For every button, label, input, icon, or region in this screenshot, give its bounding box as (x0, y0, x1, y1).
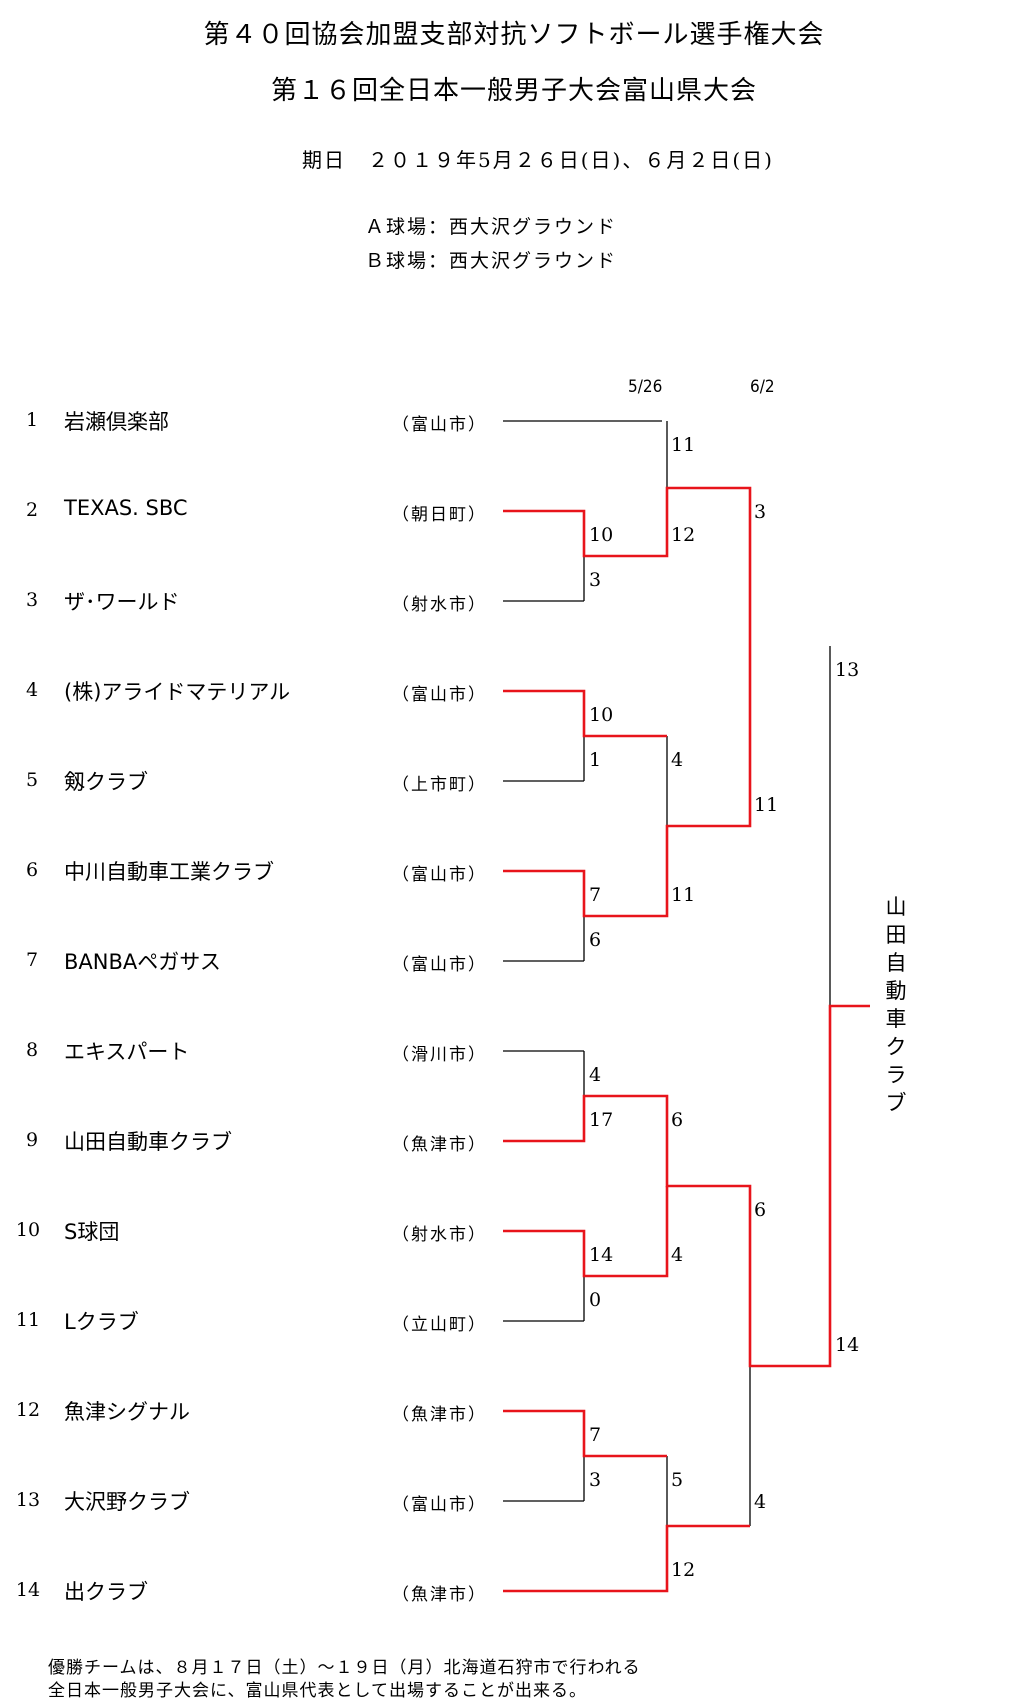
team-name: 出クラブ (64, 1580, 148, 1604)
score: 14 (835, 1334, 860, 1356)
score: 11 (671, 884, 696, 906)
score: 13 (835, 659, 860, 681)
team-name: 中川自動車工業クラブ (64, 860, 274, 884)
score: 1 (589, 749, 602, 771)
team-city: （滑川市） (392, 1045, 487, 1065)
team-name: Lクラブ (64, 1310, 139, 1334)
score: 7 (589, 884, 602, 906)
team-seed: 13 (15, 1489, 41, 1511)
score: 4 (754, 1491, 767, 1513)
team-name: (株)アライドマテリアル (64, 680, 291, 704)
score: 10 (589, 704, 614, 726)
score: 0 (589, 1289, 602, 1311)
team-city: （朝日町） (392, 505, 487, 525)
footer-note-line-2: 全日本一般男子大会に、富山県代表として出場することが出来る。 (48, 1681, 587, 1701)
event-dates: 期日 ２０１９年5月２６日(日)、６月２日(日) (302, 148, 774, 172)
score: 5 (671, 1469, 684, 1491)
team-seed: 6 (25, 859, 39, 881)
team-name: ザ･ワールド (64, 590, 180, 614)
winner-path (503, 1186, 669, 1278)
team-seed: 5 (25, 769, 39, 791)
score: 3 (589, 1469, 602, 1491)
team-seed: 4 (25, 679, 39, 701)
team-seed: 11 (15, 1309, 41, 1331)
score: 7 (589, 1424, 602, 1446)
score: 12 (671, 1559, 696, 1581)
team-seed: 12 (15, 1399, 41, 1421)
score: 6 (589, 929, 602, 951)
team-city: （富山市） (392, 415, 487, 435)
score: 6 (754, 1199, 767, 1221)
team-seed: 7 (25, 949, 39, 971)
team-seed: 9 (25, 1129, 39, 1151)
venue-b: Ｂ球場：西大沢グラウンド (365, 250, 618, 272)
team-name: TEXAS. SBC (64, 496, 188, 520)
team-city: （魚津市） (392, 1405, 487, 1425)
score: 3 (589, 569, 602, 591)
score: 11 (671, 434, 696, 456)
team-city: （富山市） (392, 1495, 487, 1515)
team-seed: 10 (15, 1219, 41, 1241)
score: 6 (671, 1109, 684, 1131)
team-name: エキスパート (64, 1040, 190, 1064)
winner-path (503, 1004, 870, 1368)
team-city: （立山町） (392, 1315, 487, 1335)
team-city: （上市町） (392, 775, 487, 795)
team-seed: 14 (15, 1579, 41, 1601)
team-name: 大沢野クラブ (64, 1490, 190, 1514)
team-name: 剱クラブ (64, 770, 148, 794)
score: 4 (671, 749, 684, 771)
team-city: （射水市） (392, 595, 487, 615)
winner-path (503, 486, 752, 646)
winner-path (503, 1524, 750, 1593)
team-name: 岩瀬倶楽部 (64, 410, 169, 434)
score: 11 (754, 794, 779, 816)
score: 10 (589, 524, 614, 546)
score: 4 (671, 1244, 684, 1266)
title-line-1: 第４０回協会加盟支部対抗ソフトボール選手権大会 (203, 20, 825, 50)
team-name: 山田自動車クラブ (64, 1130, 232, 1154)
footer-note-line-1: 優勝チームは、８月１７日（土）～１９日（月）北海道石狩市で行われる (48, 1658, 641, 1678)
venue-a: Ａ球場：西大沢グラウンド (365, 216, 618, 238)
round2-date: 6/2 (750, 377, 775, 397)
team-name: 魚津シグナル (64, 1400, 190, 1424)
score: 4 (589, 1064, 602, 1086)
winner-path (503, 646, 752, 918)
team-seed: 8 (25, 1039, 39, 1061)
score: 17 (589, 1109, 614, 1131)
team-city: （魚津市） (392, 1135, 487, 1155)
team-city: （富山市） (392, 685, 487, 705)
team-seed: 2 (25, 499, 39, 521)
team-seed: 3 (25, 589, 39, 611)
champion-name: 山田自動車クラブ (885, 895, 907, 1115)
winner-path (503, 1409, 667, 1458)
title-line-2: 第１６回全日本一般男子大会富山県大会 (270, 76, 757, 106)
round1-date: 5/26 (628, 377, 663, 397)
team-seed: 1 (25, 409, 39, 431)
score: 3 (754, 501, 767, 523)
team-name: BANBAペガサス (64, 950, 221, 974)
team-city: （富山市） (392, 955, 487, 975)
score: 14 (589, 1244, 614, 1266)
team-city: （射水市） (392, 1225, 487, 1245)
team-name: S球団 (64, 1220, 120, 1244)
team-city: （富山市） (392, 865, 487, 885)
score: 12 (671, 524, 696, 546)
winner-path (503, 689, 667, 738)
team-city: （魚津市） (392, 1585, 487, 1605)
